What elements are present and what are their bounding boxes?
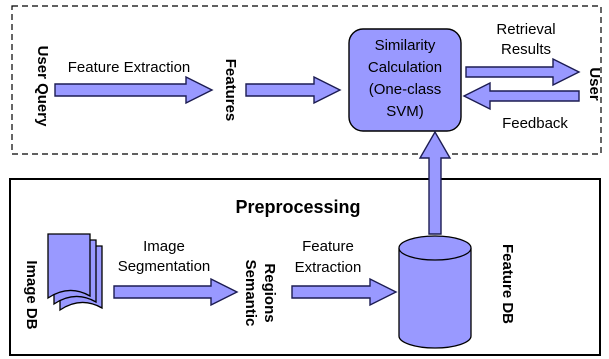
feature-extraction-bottom-line-1: Feature — [302, 238, 354, 255]
feature-extraction-top-arrow — [54, 75, 214, 105]
preprocessing-frame — [9, 178, 601, 356]
document-stack-icon — [47, 233, 103, 312]
image-segmentation-line-2: Segmentation — [118, 258, 211, 275]
retrieval-results-line-1: Retrieval — [496, 21, 555, 38]
similarity-calculation-box — [348, 28, 462, 132]
retrieval-results-line-2: Results — [501, 41, 551, 58]
image-db-label: Image DB — [23, 260, 40, 329]
feature-extraction-top-label: Feature Extraction — [68, 59, 191, 76]
retrieval-frame — [11, 5, 602, 155]
image-segmentation-arrow — [113, 277, 239, 307]
semantic-regions-line-1: Semantic — [242, 260, 259, 327]
feedback-label: Feedback — [502, 115, 568, 132]
feature-extraction-bottom-arrow — [291, 277, 398, 307]
feature-db-label: Feature DB — [499, 244, 516, 324]
similarity-line-2: Calculation — [368, 59, 442, 76]
feature-db-cylinder — [398, 235, 472, 349]
feature-db-to-similarity-arrow — [418, 130, 452, 235]
features-label: Features — [222, 59, 239, 122]
image-segmentation-line-1: Image — [143, 238, 185, 255]
similarity-line-1: Similarity — [375, 37, 436, 54]
retrieval-results-arrow — [465, 57, 581, 87]
feedback-arrow — [462, 81, 580, 111]
similarity-line-3: (One-class — [369, 81, 442, 98]
features-to-similarity-arrow — [245, 75, 342, 105]
semantic-regions-line-2: Regions — [261, 263, 278, 322]
user-query-label: User Query — [34, 46, 51, 128]
similarity-line-4: SVM) — [386, 103, 424, 120]
feature-extraction-bottom-line-2: Extraction — [295, 259, 362, 276]
preprocessing-title: Preprocessing — [235, 197, 360, 217]
user-label: User — [586, 67, 603, 101]
